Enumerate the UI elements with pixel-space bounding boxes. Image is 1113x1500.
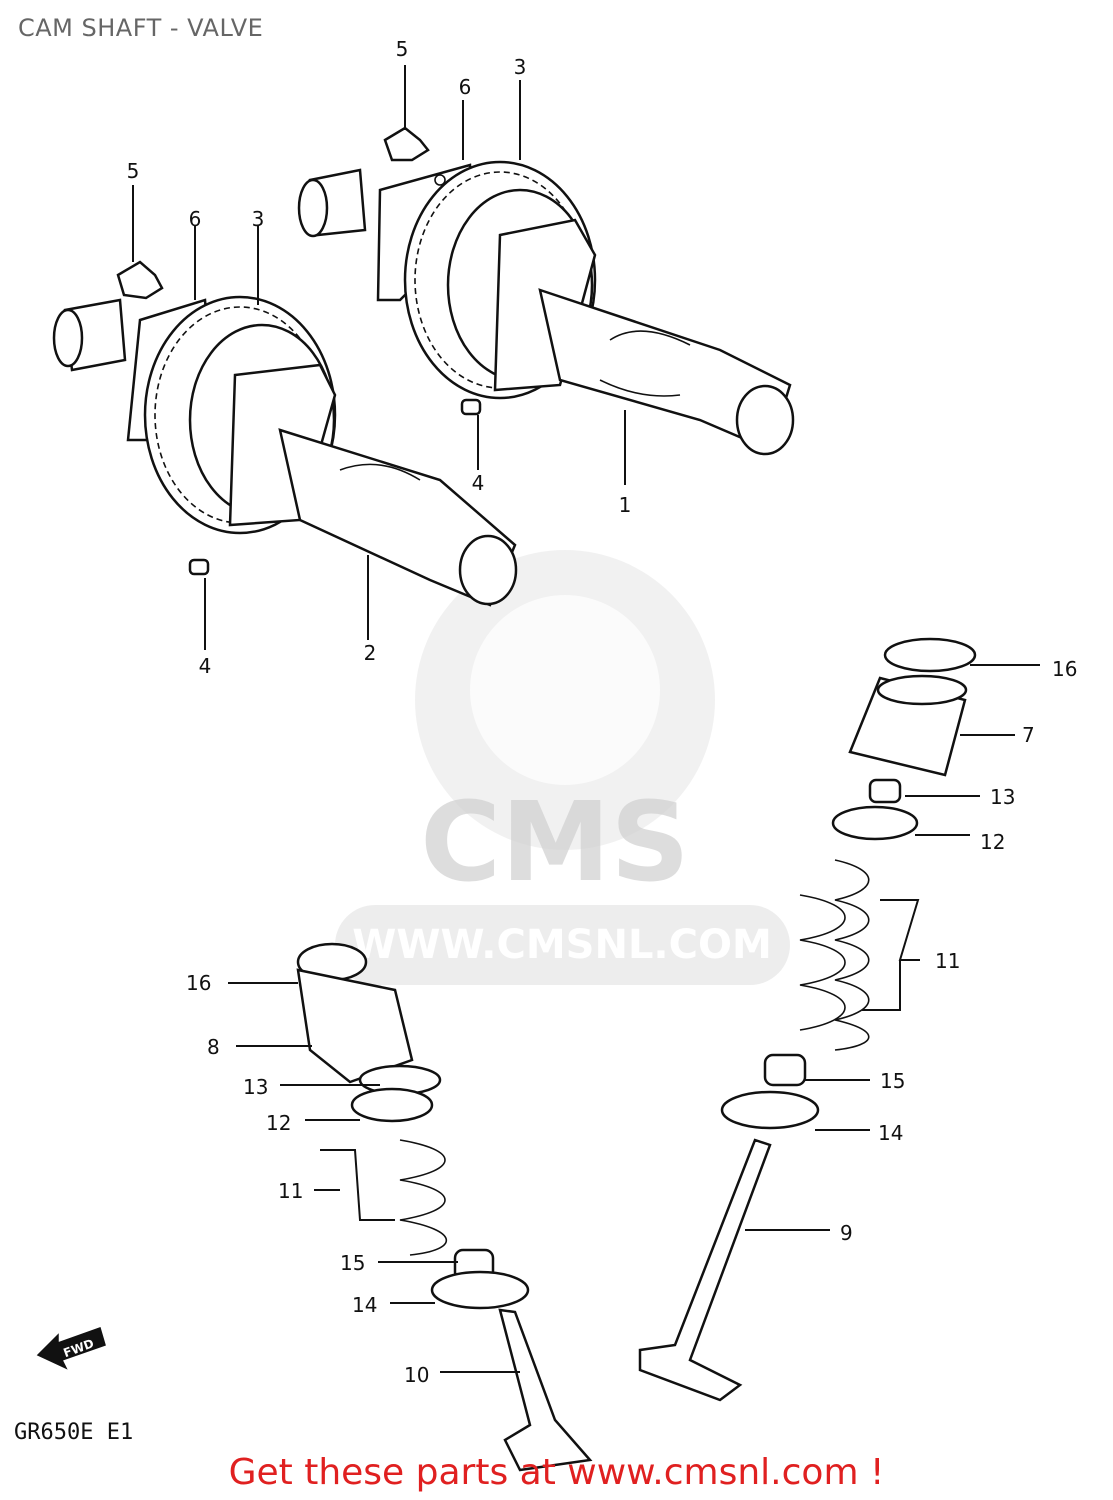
callout-5: 5 bbox=[127, 159, 140, 183]
bolt-upper bbox=[383, 126, 430, 162]
callout-8: 8 bbox=[207, 1035, 220, 1059]
valve-assembly-left bbox=[296, 942, 593, 1472]
callout-15: 15 bbox=[340, 1251, 365, 1275]
watermark-url-text: WWW.CMSNL.COM bbox=[352, 922, 772, 968]
callout-1: 1 bbox=[619, 493, 632, 517]
camshaft-lower bbox=[52, 295, 518, 607]
callout-16: 16 bbox=[186, 971, 211, 995]
callout-3: 3 bbox=[514, 55, 527, 79]
callout-13: 13 bbox=[990, 785, 1015, 809]
callout-4: 4 bbox=[472, 471, 485, 495]
dowel-pin-lower bbox=[188, 558, 210, 576]
callout-14: 14 bbox=[878, 1121, 903, 1145]
callout-3: 3 bbox=[252, 207, 265, 231]
callout-10: 10 bbox=[404, 1363, 429, 1387]
camshaft-upper bbox=[297, 160, 795, 456]
callout-15: 15 bbox=[880, 1069, 905, 1093]
callout-5: 5 bbox=[396, 37, 409, 61]
callout-9: 9 bbox=[840, 1221, 853, 1245]
callout-11: 11 bbox=[278, 1179, 303, 1203]
bolt-lower bbox=[116, 260, 164, 300]
callout-11: 11 bbox=[935, 949, 960, 973]
callout-16: 16 bbox=[1052, 657, 1077, 681]
callout-4: 4 bbox=[199, 654, 212, 678]
watermark-logo-text: CMS bbox=[420, 778, 689, 906]
callout-6: 6 bbox=[459, 75, 472, 99]
callout-12: 12 bbox=[266, 1111, 291, 1135]
callout-14: 14 bbox=[352, 1293, 377, 1317]
callout-7: 7 bbox=[1022, 723, 1035, 747]
callout-2: 2 bbox=[364, 641, 377, 665]
get-parts-link[interactable]: Get these parts at www.cmsnl.com ! bbox=[228, 1452, 885, 1493]
page-title: CAM SHAFT - VALVE bbox=[18, 14, 264, 42]
callout-6: 6 bbox=[189, 207, 202, 231]
forward-direction-arrow: FWD bbox=[36, 1327, 106, 1370]
valve-assembly-right bbox=[638, 637, 977, 1402]
dowel-pin-upper bbox=[460, 398, 482, 416]
callout-12: 12 bbox=[980, 830, 1005, 854]
model-code: GR650E E1 bbox=[14, 1420, 134, 1445]
callout-13: 13 bbox=[243, 1075, 268, 1099]
cms-watermark: CMS WWW.CMSNL.COM bbox=[335, 550, 790, 985]
